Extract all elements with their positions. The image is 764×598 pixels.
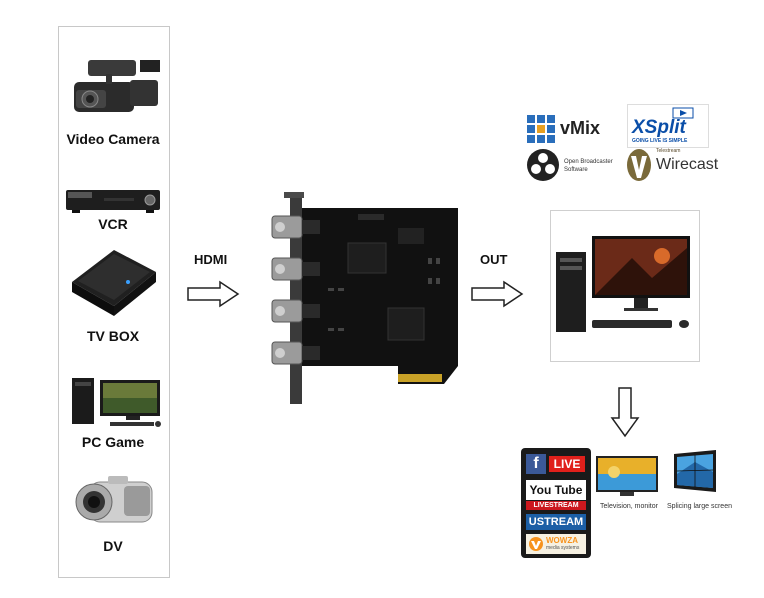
television-icon	[596, 456, 658, 496]
video-camera-icon	[74, 60, 160, 112]
obs-text: Open Broadcaster Software	[564, 159, 613, 173]
right-arrow-icon	[471, 280, 524, 308]
right-arrow-icon	[187, 280, 240, 308]
ustream-logo: USTREAM	[526, 514, 586, 530]
play-icon	[672, 107, 694, 119]
wowza-text: WOWZA	[546, 536, 578, 545]
down-arrow-icon	[610, 387, 640, 438]
streaming-platforms-panel: f LIVE You Tube LIVESTREAM USTREAM WOWZA…	[521, 448, 591, 558]
xsplit-tagline: GOING LIVE IS SIMPLE	[632, 138, 688, 144]
computer-icon	[556, 236, 690, 332]
vmix-logo: vMix	[526, 110, 618, 144]
livestream-label: LIVESTREAM	[526, 501, 586, 510]
wowza-icon	[529, 537, 543, 551]
obs-icon	[527, 149, 559, 181]
vcr-icon	[66, 190, 160, 213]
source-label-pc-game: PC Game	[81, 434, 145, 450]
wowza-sub-text: media systems	[546, 545, 580, 551]
source-label-dv: DV	[103, 538, 123, 554]
large-screen-caption: Splicing large screen	[667, 503, 732, 510]
youtube-text: You Tube	[529, 483, 583, 497]
dv-camera-icon	[75, 476, 153, 523]
capture-card-icon	[271, 192, 458, 404]
xsplit-text: XSplit	[632, 117, 686, 138]
source-label-video-camera: Video Camera	[66, 131, 160, 147]
source-label-tv-box: TV BOX	[86, 328, 140, 344]
wirecast-icon	[627, 149, 651, 181]
large-screen-icon	[674, 450, 716, 492]
pc-game-icon	[72, 378, 161, 427]
vmix-text: vMix	[560, 118, 601, 138]
facebook-live-badge: LIVE	[549, 456, 585, 472]
facebook-icon: f	[526, 454, 546, 474]
wirecast-logo: Telestream Wirecast	[626, 146, 718, 184]
wirecast-top-text: Telestream	[656, 148, 681, 154]
tv-box-icon	[72, 250, 156, 316]
source-label-vcr: VCR	[98, 216, 128, 232]
out-label: OUT	[480, 252, 508, 267]
youtube-logo: You Tube	[526, 480, 586, 500]
vmix-grid-icon	[527, 115, 555, 143]
hdmi-label: HDMI	[194, 252, 228, 267]
wirecast-text: Wirecast	[656, 156, 719, 173]
obs-logo: Open Broadcaster Software	[526, 146, 622, 184]
xsplit-logo: XSplit GOING LIVE IS SIMPLE	[627, 104, 709, 148]
tv-caption: Television, monitor	[600, 503, 658, 510]
wowza-logo: WOWZA media systems	[526, 534, 586, 554]
